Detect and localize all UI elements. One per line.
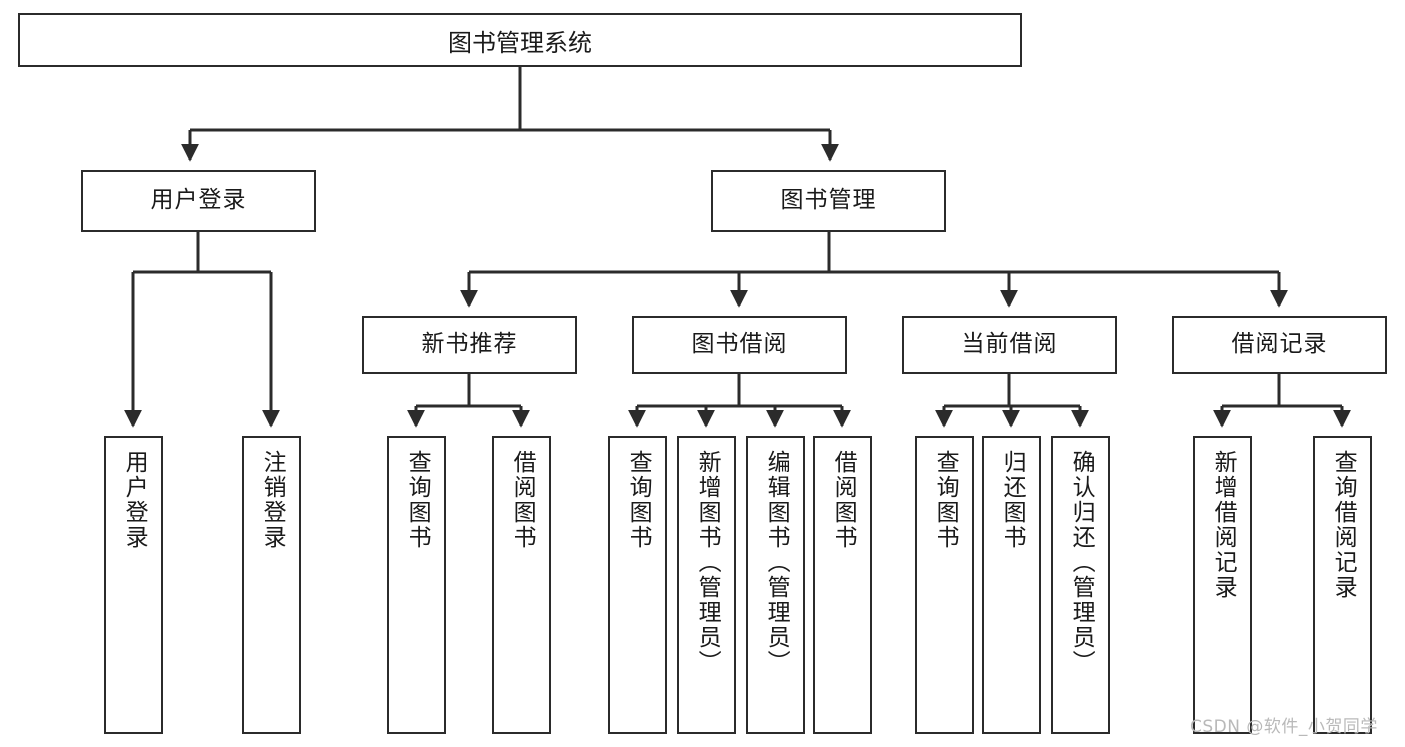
node-label: 归还图书: [999, 450, 1026, 550]
node-label: 图书管理: [780, 187, 877, 214]
node-root-system[interactable]: 图书管理系统: [18, 13, 1022, 67]
node-label: 借阅图书: [830, 450, 857, 550]
leaf-current-query-book[interactable]: 查询图书: [915, 436, 974, 734]
watermark: CSDN @软件_小贺同学: [1190, 717, 1378, 737]
node-label: 用户登录: [121, 450, 148, 550]
node-new-book-recommend[interactable]: 新书推荐: [362, 316, 577, 374]
leaf-borrow-borrow-book[interactable]: 借阅图书: [813, 436, 872, 734]
node-borrow-records[interactable]: 借阅记录: [1172, 316, 1387, 374]
leaf-records-add[interactable]: 新增借阅记录: [1193, 436, 1252, 734]
node-label: 新增借阅记录: [1210, 450, 1237, 600]
leaf-new-books-borrow[interactable]: 借阅图书: [492, 436, 551, 734]
node-label: 确认归还（管理员）: [1068, 450, 1095, 675]
leaf-user-login[interactable]: 用户登录: [104, 436, 163, 734]
node-label: 新增图书（管理员）: [694, 450, 721, 675]
node-label: 借阅记录: [1231, 331, 1328, 358]
leaf-borrow-query-book[interactable]: 查询图书: [608, 436, 667, 734]
node-label: 图书管理系统: [448, 28, 592, 57]
node-label: 注销登录: [259, 450, 286, 550]
node-book-management[interactable]: 图书管理: [711, 170, 946, 232]
node-label: 查询借阅记录: [1330, 450, 1357, 600]
node-label: 查询图书: [625, 450, 652, 550]
leaf-borrow-add-book[interactable]: 新增图书（管理员）: [677, 436, 736, 734]
leaf-new-books-query[interactable]: 查询图书: [387, 436, 446, 734]
leaf-current-return-book[interactable]: 归还图书: [982, 436, 1041, 734]
leaf-current-confirm-return[interactable]: 确认归还（管理员）: [1051, 436, 1110, 734]
node-label: 查询图书: [932, 450, 959, 550]
node-label: 图书借阅: [691, 331, 788, 358]
node-current-borrow[interactable]: 当前借阅: [902, 316, 1117, 374]
node-label: 当前借阅: [961, 331, 1058, 358]
leaf-records-query[interactable]: 查询借阅记录: [1313, 436, 1372, 734]
node-label: 用户登录: [150, 187, 247, 214]
node-user-login[interactable]: 用户登录: [81, 170, 316, 232]
node-label: 编辑图书（管理员）: [763, 450, 790, 675]
node-label: 新书推荐: [421, 331, 518, 358]
leaf-user-logout[interactable]: 注销登录: [242, 436, 301, 734]
node-book-borrow[interactable]: 图书借阅: [632, 316, 847, 374]
node-label: 查询图书: [404, 450, 431, 550]
leaf-borrow-edit-book[interactable]: 编辑图书（管理员）: [746, 436, 805, 734]
node-label: 借阅图书: [509, 450, 536, 550]
